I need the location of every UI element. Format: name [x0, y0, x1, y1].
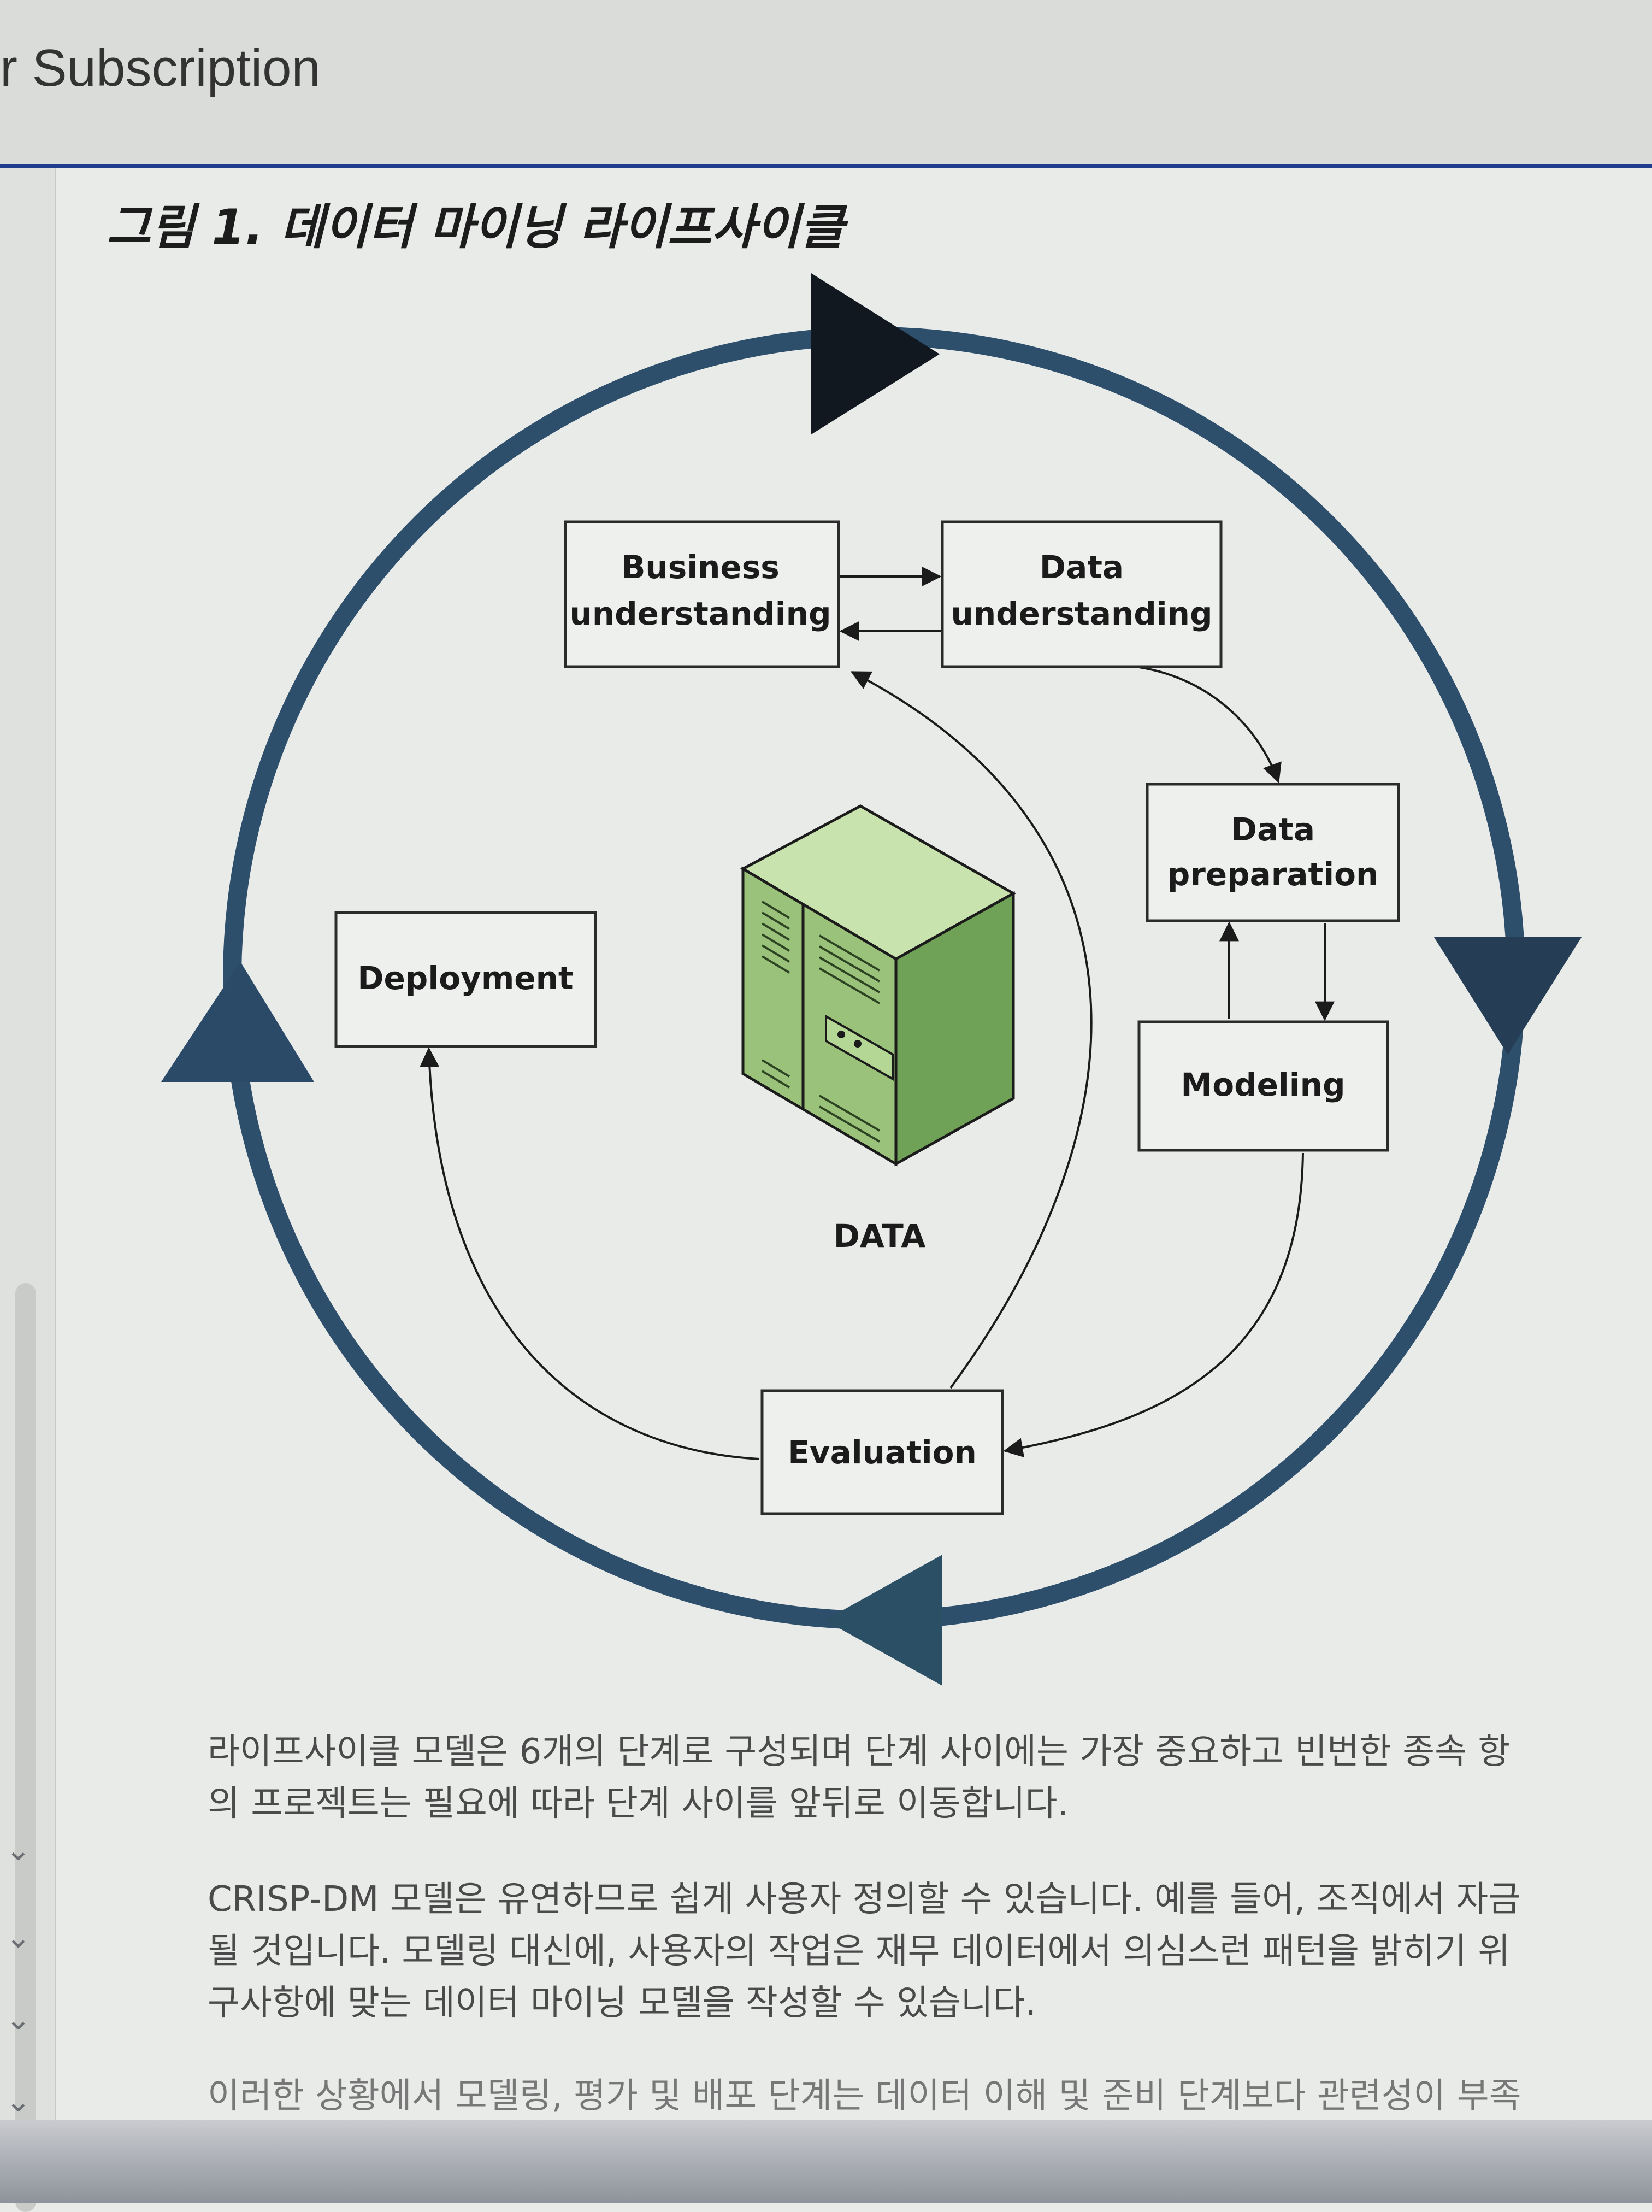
data-label: DATA	[834, 1217, 926, 1255]
app-header: r Subscription	[0, 0, 1652, 168]
paragraph-2-line-3: 구사항에 맞는 데이터 마이닝 모델을 작성할 수 있습니다.	[208, 1983, 1036, 2023]
paragraph-1-line-1: 라이프사이클 모델은 6개의 단계로 구성되며 단계 사이에는 가장 중요하고 …	[208, 1732, 1511, 1772]
paragraph-1-line-2: 의 프로젝트는 필요에 따라 단계 사이를 앞뒤로 이동합니다.	[208, 1784, 1069, 1824]
paragraph-2-line-2: 될 것입니다. 모델링 대신에, 사용자의 작업은 재무 데이터에서 의심스런 …	[208, 1931, 1511, 1972]
cycle-arrow-left	[161, 962, 314, 1082]
arrow-evaluation-to-business	[850, 671, 1093, 1389]
cycle-arrow-bottom	[825, 1555, 942, 1686]
chevron-down-icon[interactable]: ⌄	[5, 1920, 31, 1955]
business-understanding-label-1: Business	[621, 549, 780, 586]
header-title: r Subscription	[0, 39, 321, 97]
chevron-down-icon[interactable]: ⌄	[5, 2084, 31, 2119]
data-preparation-label-2: preparation	[1167, 856, 1379, 893]
modeling-label: Modeling	[1181, 1066, 1346, 1103]
paragraph-3-line-1: 이러한 상황에서 모델링, 평가 및 배포 단계는 데이터 이해 및 준비 단계…	[208, 2076, 1521, 2116]
chevron-down-icon[interactable]: ⌄	[5, 2002, 31, 2037]
figure-caption: 그림 1. 데이터 마이닝 라이프사이클	[107, 199, 845, 255]
business-understanding-box	[564, 520, 840, 668]
arrow-modeling-to-evaluation	[1003, 1152, 1304, 1458]
evaluation-label: Evaluation	[788, 1434, 977, 1471]
deployment-label: Deployment	[357, 960, 573, 997]
cycle-arrow-top	[811, 273, 940, 434]
cycle-arrow-right	[1434, 937, 1582, 1055]
data-understanding-box	[941, 520, 1223, 668]
chevron-down-icon[interactable]: ⌄	[5, 1832, 31, 1868]
data-understanding-label-2: understanding	[951, 595, 1213, 632]
business-understanding-label-2: understanding	[570, 595, 831, 632]
data-preparation-box	[1146, 783, 1400, 922]
evaluation-box	[760, 1389, 1004, 1515]
data-preparation-label-1: Data	[1231, 811, 1315, 848]
left-sidebar: ⌄ ⌄ ⌄ ⌄	[0, 168, 56, 2212]
arrow-evaluation-to-deployment	[420, 1047, 760, 1460]
modeling-box	[1137, 1020, 1389, 1152]
paragraph-2-line-1: CRISP-DM 모델은 유연하므로 쉽게 사용자 정의할 수 있습니다. 예를…	[208, 1879, 1521, 1920]
data-server-icon	[740, 804, 1017, 1167]
arrow-understanding-to-preparation	[1125, 664, 1282, 784]
screen-bottom-edge	[0, 2120, 1652, 2203]
lifecycle-diagram: Business understanding Data understandin…	[161, 273, 1582, 1686]
deployment-box	[334, 911, 597, 1048]
sidebar-scrollbar[interactable]	[15, 1283, 36, 2212]
phase-connectors	[420, 567, 1335, 1460]
data-understanding-label-1: Data	[1040, 549, 1124, 586]
